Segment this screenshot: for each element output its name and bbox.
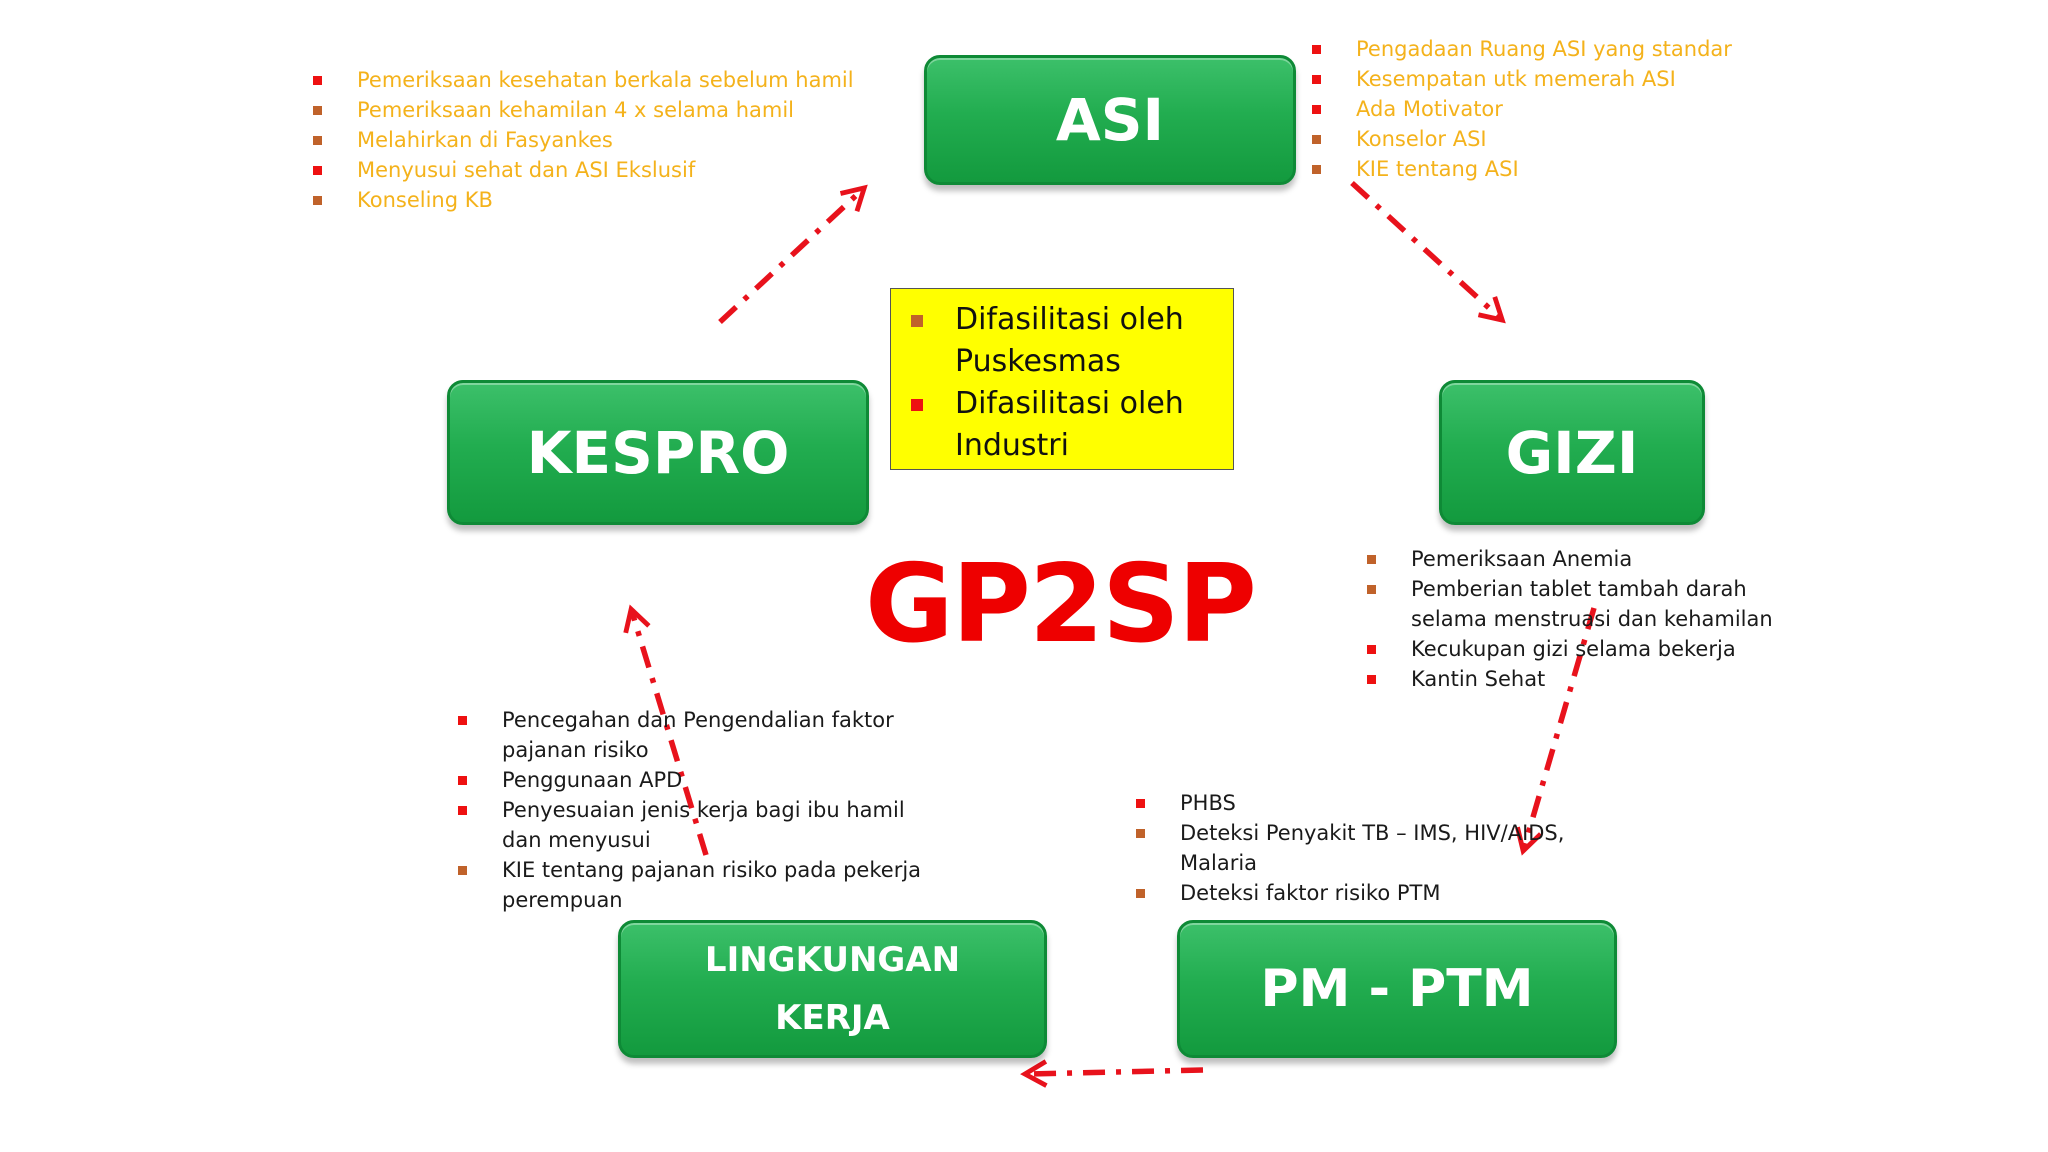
- kespro-item-text: Melahirkan di Fasyankes: [357, 128, 613, 152]
- square-bullet-icon: [1312, 75, 1321, 84]
- asi-item-text: Ada Motivator: [1356, 97, 1503, 121]
- asi-item-text: Pengadaan Ruang ASI yang standar: [1356, 37, 1732, 61]
- gizi-item: Pemberian tablet tambah darah selama men…: [1367, 574, 1827, 634]
- square-bullet-icon: [458, 806, 467, 815]
- page-title: GP2SP: [865, 542, 1257, 667]
- kespro-item-text: Pemeriksaan kesehatan berkala sebelum ha…: [357, 68, 854, 92]
- asi-item: Ada Motivator: [1312, 94, 1792, 124]
- square-bullet-icon: [1367, 675, 1376, 684]
- lingkungan-item-text: Penggunaan APD: [502, 768, 683, 792]
- square-bullet-icon: [313, 76, 322, 85]
- pmptm-activities-list: PHBS Deteksi Penyakit TB – IMS, HIV/AIDS,…: [1136, 788, 1576, 908]
- square-bullet-icon: [313, 196, 322, 205]
- pmptm-node: PM - PTM: [1177, 920, 1617, 1058]
- pmptm-item-text: Deteksi faktor risiko PTM: [1180, 881, 1441, 905]
- lingkungan-item: Penyesuaian jenis kerja bagi ibu hamil d…: [458, 795, 928, 855]
- kespro-item-text: Pemeriksaan kehamilan 4 x selama hamil: [357, 98, 795, 122]
- square-bullet-icon: [1367, 585, 1376, 594]
- arrow-lingkungan-to-kespro: [623, 604, 709, 856]
- lingkungan-label-line1: LINGKUNGAN: [704, 940, 961, 980]
- lingkungan-kerja-node: LINGKUNGAN KERJA: [618, 920, 1047, 1058]
- arrow-pmptm-to-lingkungan: [1020, 1059, 1204, 1088]
- pmptm-item: Deteksi Penyakit TB – IMS, HIV/AIDS, Mal…: [1136, 818, 1576, 878]
- square-bullet-icon: [458, 716, 467, 725]
- square-bullet-icon: [1312, 165, 1321, 174]
- lingkungan-activities-list: Pencegahan dan Pengendalian faktor pajan…: [458, 705, 928, 915]
- kespro-label: KESPRO: [526, 418, 790, 487]
- gizi-item-text: Pemberian tablet tambah darah selama men…: [1411, 577, 1773, 631]
- square-bullet-icon: [1367, 555, 1376, 564]
- square-bullet-icon: [1367, 645, 1376, 654]
- gizi-item-text: Kantin Sehat: [1411, 667, 1546, 691]
- square-bullet-icon: [1136, 889, 1145, 898]
- pmptm-item: PHBS: [1136, 788, 1576, 818]
- square-bullet-icon: [911, 399, 923, 411]
- kespro-item-text: Konseling KB: [357, 188, 493, 212]
- asi-label: ASI: [1055, 86, 1165, 154]
- square-bullet-icon: [458, 776, 467, 785]
- square-bullet-icon: [1312, 105, 1321, 114]
- square-bullet-icon: [911, 315, 923, 327]
- kespro-item-text: Menyusui sehat dan ASI Ekslusif: [357, 158, 696, 182]
- square-bullet-icon: [313, 136, 322, 145]
- asi-item: Pengadaan Ruang ASI yang standar: [1312, 34, 1792, 64]
- lingkungan-item-text: Pencegahan dan Pengendalian faktor pajan…: [502, 708, 894, 762]
- square-bullet-icon: [313, 106, 322, 115]
- kespro-item: Melahirkan di Fasyankes: [313, 125, 913, 155]
- square-bullet-icon: [1136, 799, 1145, 808]
- gizi-item: Kecukupan gizi selama bekerja: [1367, 634, 1827, 664]
- gizi-item: Kantin Sehat: [1367, 664, 1827, 694]
- facilitation-item: Difasilitasi oleh Industri: [908, 383, 1228, 467]
- asi-item-text: Konselor ASI: [1356, 127, 1487, 151]
- asi-item: Konselor ASI: [1312, 124, 1792, 154]
- kespro-node: KESPRO: [447, 380, 869, 525]
- asi-item: Kesempatan utk memerah ASI: [1312, 64, 1792, 94]
- pmptm-item-text: Deteksi Penyakit TB – IMS, HIV/AIDS, Mal…: [1180, 821, 1565, 875]
- asi-item-text: KIE tentang ASI: [1356, 157, 1519, 181]
- facilitation-item-text: Difasilitasi oleh Puskesmas: [955, 302, 1184, 379]
- gizi-node: GIZI: [1439, 380, 1705, 525]
- lingkungan-item-text: KIE tentang pajanan risiko pada pekerja …: [502, 858, 922, 912]
- square-bullet-icon: [313, 166, 322, 175]
- facilitation-item-text: Difasilitasi oleh Industri: [955, 386, 1184, 463]
- kespro-item: Konseling KB: [313, 185, 913, 215]
- kespro-item: Pemeriksaan kehamilan 4 x selama hamil: [313, 95, 913, 125]
- gizi-item-text: Pemeriksaan Anemia: [1411, 547, 1633, 571]
- square-bullet-icon: [458, 866, 467, 875]
- asi-node: ASI: [924, 55, 1296, 185]
- arrow-gizi-to-pmptm: [1515, 607, 1597, 856]
- arrow-asi-to-gizi: [1350, 180, 1506, 324]
- kespro-item: Pemeriksaan kesehatan berkala sebelum ha…: [313, 65, 913, 95]
- kespro-item: Menyusui sehat dan ASI Ekslusif: [313, 155, 913, 185]
- lingkungan-item: Penggunaan APD: [458, 765, 928, 795]
- asi-item: KIE tentang ASI: [1312, 154, 1792, 184]
- lingkungan-item: Pencegahan dan Pengendalian faktor pajan…: [458, 705, 928, 765]
- pmptm-label: PM - PTM: [1260, 959, 1534, 1019]
- lingkungan-item-text: Penyesuaian jenis kerja bagi ibu hamil d…: [502, 798, 905, 852]
- arrow-kespro-to-asi: [718, 184, 868, 325]
- lingkungan-item: KIE tentang pajanan risiko pada pekerja …: [458, 855, 928, 915]
- gizi-item: Pemeriksaan Anemia: [1367, 544, 1827, 574]
- gizi-label: GIZI: [1505, 418, 1639, 487]
- kespro-activities-list: Pemeriksaan kesehatan berkala sebelum ha…: [313, 65, 913, 215]
- square-bullet-icon: [1312, 135, 1321, 144]
- square-bullet-icon: [1312, 45, 1321, 54]
- gizi-item-text: Kecukupan gizi selama bekerja: [1411, 637, 1736, 661]
- square-bullet-icon: [1136, 829, 1145, 838]
- asi-item-text: Kesempatan utk memerah ASI: [1356, 67, 1676, 91]
- pmptm-item: Deteksi faktor risiko PTM: [1136, 878, 1576, 908]
- pmptm-item-text: PHBS: [1180, 791, 1236, 815]
- facilitation-item: Difasilitasi oleh Puskesmas: [908, 299, 1228, 383]
- lingkungan-label-line2: KERJA: [775, 998, 890, 1038]
